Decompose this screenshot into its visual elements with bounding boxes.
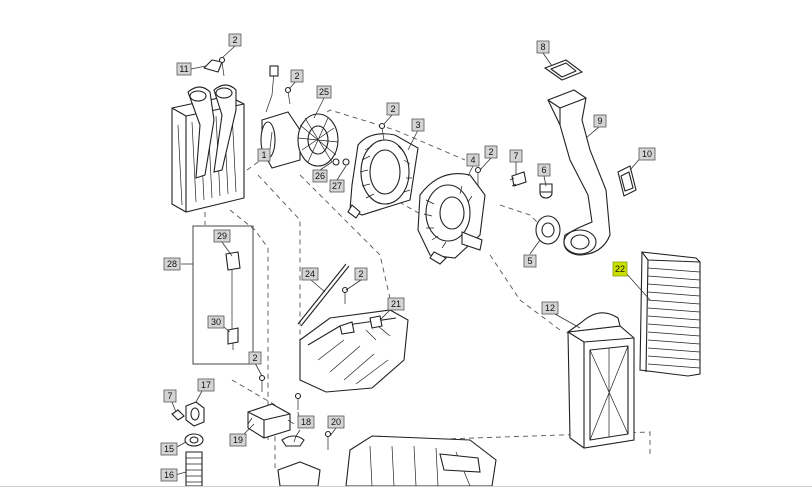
- svg-text:3: 3: [415, 120, 420, 130]
- svg-text:2: 2: [390, 104, 395, 114]
- callout-7-lower: 7: [163, 389, 177, 403]
- callout-16: 16: [160, 468, 178, 482]
- svg-text:27: 27: [332, 181, 342, 191]
- callout-2-scroll-screw: 2: [484, 145, 498, 159]
- bottom-case: [277, 435, 497, 487]
- callout-20: 20: [327, 415, 345, 429]
- blower-housing: [347, 133, 419, 219]
- sensor-box: [192, 225, 254, 365]
- callout-6: 6: [537, 163, 551, 177]
- svg-text:30: 30: [211, 317, 221, 327]
- svg-text:4: 4: [470, 155, 475, 165]
- heater-core: [171, 59, 245, 213]
- callouts: 2 11 1 2 25 26 27 2 3 8 9 10 4 2 7 6 5 2…: [160, 33, 656, 482]
- svg-text:2: 2: [294, 71, 299, 81]
- callout-2-sensor-screw: 2: [248, 351, 262, 365]
- svg-text:19: 19: [233, 435, 243, 445]
- svg-text:7: 7: [167, 391, 172, 401]
- blower-motor: [260, 65, 339, 169]
- callout-25: 25: [316, 85, 332, 99]
- callout-24: 24: [301, 267, 319, 281]
- filter-frame: [565, 312, 635, 449]
- svg-text:24: 24: [305, 269, 315, 279]
- callout-1: 1: [257, 148, 271, 162]
- svg-text:17: 17: [201, 380, 211, 390]
- callout-11: 11: [176, 62, 192, 76]
- small-parts-upper-right: [509, 171, 561, 245]
- svg-text:5: 5: [527, 256, 532, 266]
- callout-10: 10: [638, 147, 656, 161]
- svg-text:10: 10: [642, 149, 652, 159]
- svg-text:25: 25: [319, 87, 329, 97]
- svg-text:15: 15: [164, 444, 174, 454]
- actuator-rod: [297, 263, 350, 327]
- callout-29: 29: [213, 229, 231, 243]
- svg-text:12: 12: [545, 303, 555, 313]
- svg-text:2: 2: [232, 35, 237, 45]
- callout-17: 17: [197, 378, 215, 392]
- actuator-lower: [247, 403, 305, 447]
- svg-text:2: 2: [358, 269, 363, 279]
- callout-22-highlighted: 22: [612, 261, 628, 277]
- callout-2-motor-screw: 2: [290, 69, 304, 83]
- svg-text:28: 28: [167, 259, 177, 269]
- svg-text:11: 11: [179, 64, 188, 74]
- svg-text:1: 1: [261, 150, 266, 160]
- callout-28: 28: [163, 257, 181, 271]
- callout-9: 9: [593, 114, 607, 128]
- callout-2-lower-screw: 2: [354, 267, 368, 281]
- callout-15: 15: [160, 442, 178, 456]
- callout-2-housing-screw: 2: [386, 102, 400, 116]
- callout-30: 30: [207, 315, 225, 329]
- callout-8: 8: [536, 40, 550, 54]
- svg-text:8: 8: [540, 42, 545, 52]
- callout-3: 3: [411, 118, 425, 132]
- svg-text:21: 21: [391, 299, 401, 309]
- cabin-filter: [639, 251, 701, 377]
- callout-27: 27: [329, 179, 345, 193]
- svg-text:2: 2: [488, 147, 493, 157]
- svg-text:26: 26: [315, 171, 325, 181]
- lower-housing: [299, 309, 409, 393]
- svg-text:6: 6: [541, 165, 546, 175]
- callout-19: 19: [229, 433, 247, 447]
- callout-7-upper: 7: [509, 149, 523, 163]
- svg-text:9: 9: [597, 116, 602, 126]
- svg-text:16: 16: [164, 470, 174, 480]
- callout-12: 12: [541, 301, 559, 315]
- svg-text:2: 2: [252, 353, 257, 363]
- callout-26: 26: [312, 169, 328, 183]
- callout-5: 5: [523, 254, 537, 268]
- svg-text:7: 7: [513, 151, 518, 161]
- callout-18: 18: [297, 415, 315, 429]
- callout-2-heater-screw: 2: [228, 33, 242, 47]
- svg-text:18: 18: [301, 417, 311, 427]
- air-duct: [543, 59, 637, 256]
- svg-text:20: 20: [331, 417, 341, 427]
- callout-4: 4: [466, 153, 480, 167]
- blower-scroll: [417, 173, 486, 265]
- svg-text:29: 29: [217, 231, 227, 241]
- bottom-divider: [0, 486, 812, 487]
- svg-text:22: 22: [615, 264, 625, 274]
- callout-21: 21: [387, 297, 405, 311]
